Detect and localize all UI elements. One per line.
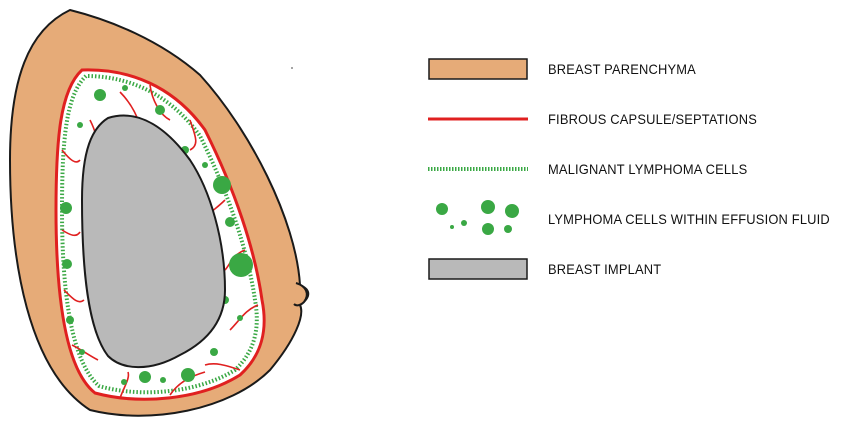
red-line-swatch <box>428 104 528 134</box>
legend-item-capsule: FIBROUS CAPSULE/SEPTATIONS <box>428 94 853 144</box>
legend: BREAST PARENCHYMA FIBROUS CAPSULE/SEPTAT… <box>428 44 853 294</box>
legend-label-effusion: LYMPHOMA CELLS WITHIN EFFUSION FLUID <box>548 211 830 227</box>
green-cell-clusters-swatch <box>428 204 528 234</box>
legend-label-implant: BREAST IMPLANT <box>548 261 661 277</box>
speck <box>291 67 293 69</box>
green-dotted-line-swatch <box>428 154 528 184</box>
nipple <box>294 283 307 305</box>
legend-label-parenchyma: BREAST PARENCHYMA <box>548 61 696 77</box>
tan-rectangle-swatch <box>428 54 528 84</box>
gray-rectangle-swatch <box>428 254 528 284</box>
legend-label-malignant: MALIGNANT LYMPHOMA CELLS <box>548 161 747 177</box>
legend-item-implant: BREAST IMPLANT <box>428 244 853 294</box>
legend-item-parenchyma: BREAST PARENCHYMA <box>428 44 853 94</box>
legend-item-effusion: LYMPHOMA CELLS WITHIN EFFUSION FLUID <box>428 194 853 244</box>
legend-item-malignant: MALIGNANT LYMPHOMA CELLS <box>428 144 853 194</box>
legend-label-capsule: FIBROUS CAPSULE/SEPTATIONS <box>548 111 757 127</box>
